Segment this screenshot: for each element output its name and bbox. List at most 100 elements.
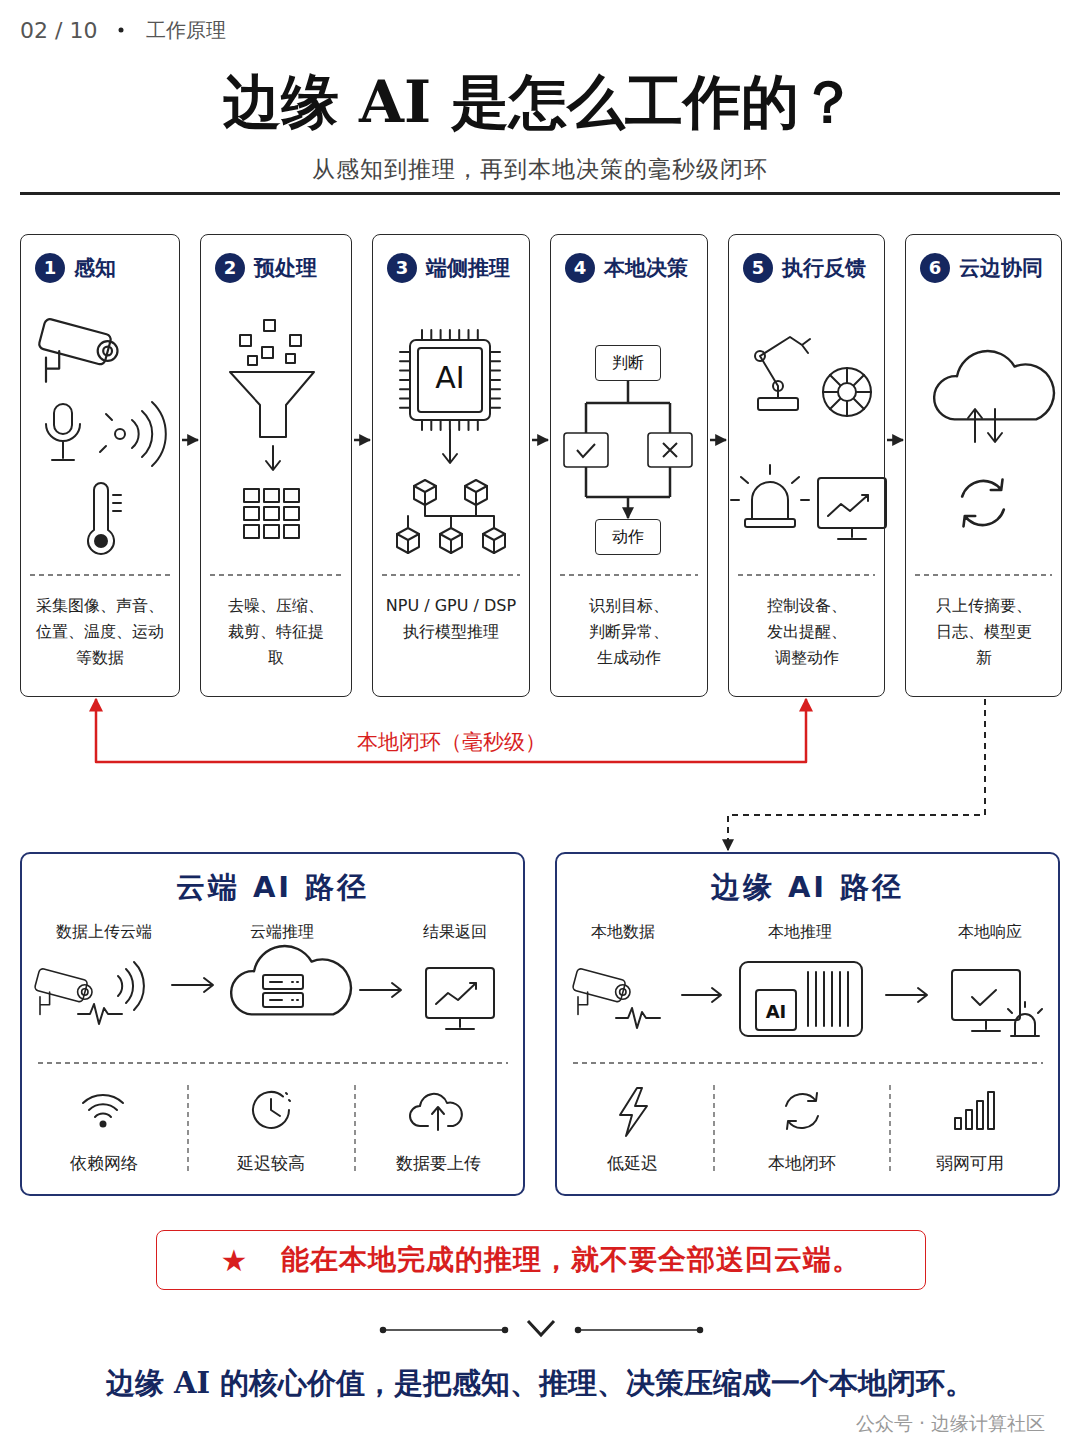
step-box: 4本地决策识别目标、判断异常、生成动作判断动作 <box>550 234 708 697</box>
feature-grid <box>244 489 259 502</box>
step-icons <box>823 368 871 416</box>
step-icons <box>115 429 125 439</box>
step-icons <box>828 495 868 516</box>
step-icons <box>240 335 251 346</box>
feature-label: 依赖网络 <box>70 1152 138 1175</box>
step-header: 5执行反馈 <box>743 253 874 283</box>
chip-label: AI <box>766 1001 787 1022</box>
step-icons <box>230 372 314 437</box>
heatsink-fins <box>808 972 848 1026</box>
step-icons <box>755 351 765 361</box>
flow-arrow <box>354 439 370 442</box>
chip-pins <box>400 330 500 430</box>
conclusion-text: 边缘 AI 的核心价值，是把感知、推理、决策压缩成一个本地闭环。 <box>106 1364 974 1404</box>
panel-icons <box>271 1099 280 1116</box>
bottom-divider <box>528 1321 554 1335</box>
panel-icons <box>360 983 401 997</box>
step-body: 识别目标、判断异常、生成动作 <box>587 593 671 671</box>
step-icons <box>38 318 1054 554</box>
step-header: 6 云边协同 <box>920 253 1051 283</box>
decision-text: 动作 <box>612 527 644 548</box>
decision-box: 判断 <box>595 345 661 381</box>
step-icons <box>410 340 490 420</box>
panel-icons <box>620 1088 647 1136</box>
cross-mark <box>663 443 677 457</box>
panel-icons <box>786 1093 818 1129</box>
panel-icons <box>101 1122 106 1127</box>
callout-number: 2 <box>215 253 245 283</box>
step-icons <box>968 409 1002 442</box>
step-icons <box>95 535 107 547</box>
bottom-divider <box>576 1328 581 1333</box>
bottom-divider <box>381 1321 703 1335</box>
step-box: 1感知采集图像、声音、位置、温度、运动等数据 <box>20 234 180 697</box>
chip-pins <box>400 330 500 430</box>
branch-box <box>564 433 608 467</box>
feature-label: 低延迟 <box>607 1152 658 1175</box>
step-icons <box>465 480 487 505</box>
panel-icons <box>988 1092 994 1129</box>
diagram-title: 边缘 AI 是怎么工作的？ <box>0 64 1080 142</box>
step-icons <box>100 402 166 466</box>
step-heading: 执行反馈 <box>782 254 866 282</box>
step-body: 只上传摘要、日志、模型更新 <box>934 593 1034 671</box>
flow-label: 本地推理 <box>768 922 832 943</box>
step-icons <box>483 528 505 553</box>
step-box: 2预处理去噪、压缩、裁剪、特征提取 <box>200 234 352 697</box>
feature-grid <box>264 507 279 520</box>
panel-icons <box>426 968 494 1029</box>
feature-label: 数据要上传 <box>396 1152 481 1175</box>
step-icons <box>818 478 886 539</box>
sync-arrow <box>728 699 985 850</box>
step-icons <box>408 505 494 527</box>
branch-box <box>648 433 692 467</box>
bottom-divider <box>698 1328 703 1333</box>
section-name: 工作原理 <box>146 17 226 44</box>
dashed-dividers <box>30 574 1052 575</box>
callout-number: 1 <box>35 253 65 283</box>
panel-icons <box>83 1095 123 1117</box>
step-icons <box>248 356 257 365</box>
panel-icons <box>616 1008 660 1028</box>
panel-icons <box>34 946 1042 1136</box>
callout-number: 6 <box>920 253 950 283</box>
feature-grid <box>244 507 259 520</box>
step-box: 3端侧推理NPU / GPU / DSP 执行模型推理 <box>372 234 530 697</box>
step-header: 2预处理 <box>215 253 341 283</box>
step-box: 5执行反馈控制设备、发出提醒、调整动作 <box>728 234 885 697</box>
header-rule <box>119 28 124 33</box>
chip-label: AI <box>435 360 464 395</box>
note-text: 能在本地完成的推理，就不要全部送回云端。 <box>281 1241 861 1279</box>
flow-arrow <box>532 439 548 442</box>
panel-icons <box>740 962 862 1036</box>
step-icons <box>440 528 462 553</box>
flow-arrow <box>887 439 903 442</box>
panel-icons <box>682 988 721 1002</box>
step-heading: 本地决策 <box>604 254 688 282</box>
feature-grid <box>284 507 299 520</box>
step-icons <box>262 347 273 358</box>
feature-grid <box>264 525 279 538</box>
panel-icons <box>231 946 351 1014</box>
step-icons <box>745 519 795 527</box>
step-icons <box>113 495 121 511</box>
panel-icons <box>436 983 476 1004</box>
loop-label: 本地闭环（毫秒级） <box>351 728 552 756</box>
step-icons <box>760 337 810 398</box>
feature-grid <box>244 489 299 538</box>
step-body: 去噪、压缩、裁剪、特征提取 <box>226 593 326 671</box>
step-icons <box>286 354 295 363</box>
feature-grid <box>284 489 299 502</box>
step-icons <box>773 381 783 391</box>
flow-arrow <box>710 439 726 442</box>
panel-icons <box>1008 1002 1042 1036</box>
step-heading: 云边协同 <box>959 254 1043 282</box>
heatsink-fins <box>808 972 848 1026</box>
flow-label: 本地响应 <box>958 922 1022 943</box>
step-heading: 端侧推理 <box>426 254 510 282</box>
panel-icons <box>410 1094 462 1130</box>
flow-label: 结果返回 <box>423 922 487 943</box>
step-icons <box>54 404 72 434</box>
